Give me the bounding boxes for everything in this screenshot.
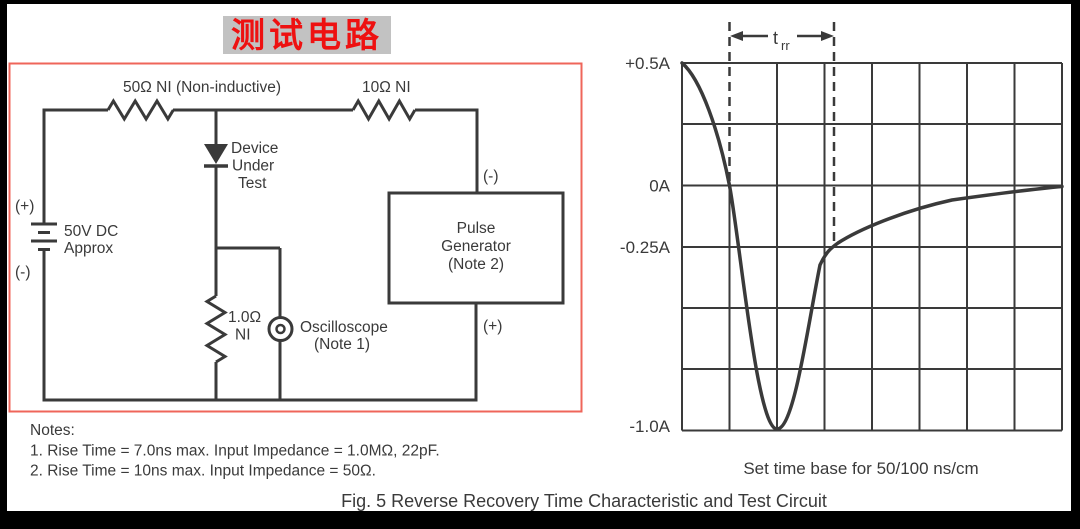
y-axis-labels: +0.5A 0A -0.25A -1.0A [620, 54, 671, 436]
supply-plus-label: (+) [15, 198, 34, 215]
resistor-1ohm-label-line2: NI [235, 327, 251, 344]
outer-border-left [0, 0, 7, 529]
waveform-graph: t rr +0.5A 0A -0.25A -1.0A Set time base… [620, 22, 1064, 478]
outer-border-top [0, 0, 1080, 4]
supply-voltage-label-line1: 50V DC [64, 223, 118, 240]
bnc-connector-pin-icon [275, 323, 286, 335]
wire-bottom-rail [42, 250, 478, 402]
pulse-generator-label-line1: Pulse [457, 220, 496, 237]
resistor-50ohm-icon [106, 98, 175, 122]
trr-label: t [773, 28, 778, 48]
battery-icon [31, 222, 57, 251]
test-circuit-frame [8, 62, 583, 413]
wire-to-pulse-generator [415, 108, 479, 193]
pulse-generator-label-line3: (Note 2) [448, 256, 504, 273]
supply-minus-label: (-) [15, 264, 31, 281]
oscilloscope-label-line2: (Note 1) [314, 336, 370, 353]
note-1: 1. Rise Time = 7.0ns max. Input Impedanc… [30, 443, 440, 460]
notes-header: Notes: [30, 422, 75, 439]
title-banner: 测试电路 [223, 16, 391, 55]
wire-top-left-rail [42, 108, 108, 224]
supply-voltage-label-line2: Approx [64, 240, 113, 257]
diode-icon [204, 144, 228, 164]
trr-markers [728, 22, 836, 246]
dut-label-line1: Device [231, 140, 278, 157]
oscilloscope-label-line1: Oscilloscope [300, 319, 388, 336]
page-title: 测试电路 [231, 17, 383, 55]
y-label-zero: 0A [649, 177, 670, 196]
circuit-labels: 50Ω NI (Non-inductive) 10Ω NI Device Und… [15, 79, 511, 353]
resistor-50ohm-label: 50Ω NI (Non-inductive) [123, 79, 281, 96]
trr-arrowhead-left-icon [730, 31, 743, 41]
resistor-10ohm-label: 10Ω NI [362, 79, 411, 96]
trr-arrowhead-right-icon [821, 31, 834, 41]
time-base-caption: Set time base for 50/100 ns/cm [743, 459, 978, 478]
outer-border-bottom [0, 511, 1080, 529]
y-label-plus05: +0.5A [625, 54, 671, 73]
y-label-minus10: -1.0A [629, 417, 670, 436]
trr-label-subscript: rr [781, 38, 790, 53]
current-curve [680, 61, 1064, 431]
resistor-1ohm-label-line1: 1.0Ω [228, 309, 261, 326]
notes-block: Notes: 1. Rise Time = 7.0ns max. Input I… [30, 422, 440, 480]
pulse-generator-minus-label: (-) [483, 168, 499, 185]
pulse-generator-label-line2: Generator [441, 238, 511, 255]
dut-label-line2: Under [232, 158, 274, 175]
title-background [223, 16, 391, 54]
graph-grid [681, 62, 1063, 432]
grid-vertical-lines [681, 63, 1063, 431]
outer-border-right [1071, 0, 1080, 529]
figure-caption: Fig. 5 Reverse Recovery Time Characteris… [341, 491, 827, 511]
dut-label-line3: Test [238, 175, 267, 192]
note-2: 2. Rise Time = 10ns max. Input Impedance… [30, 463, 376, 480]
pulse-generator-plus-label: (+) [483, 318, 502, 335]
test-circuit-schematic [31, 97, 565, 402]
resistor-10ohm-icon [351, 97, 417, 123]
y-label-minus025: -0.25A [620, 238, 671, 257]
pulse-generator-box [387, 191, 565, 305]
trr-arrow: t rr [730, 28, 834, 53]
resistor-1ohm-icon [204, 294, 228, 364]
